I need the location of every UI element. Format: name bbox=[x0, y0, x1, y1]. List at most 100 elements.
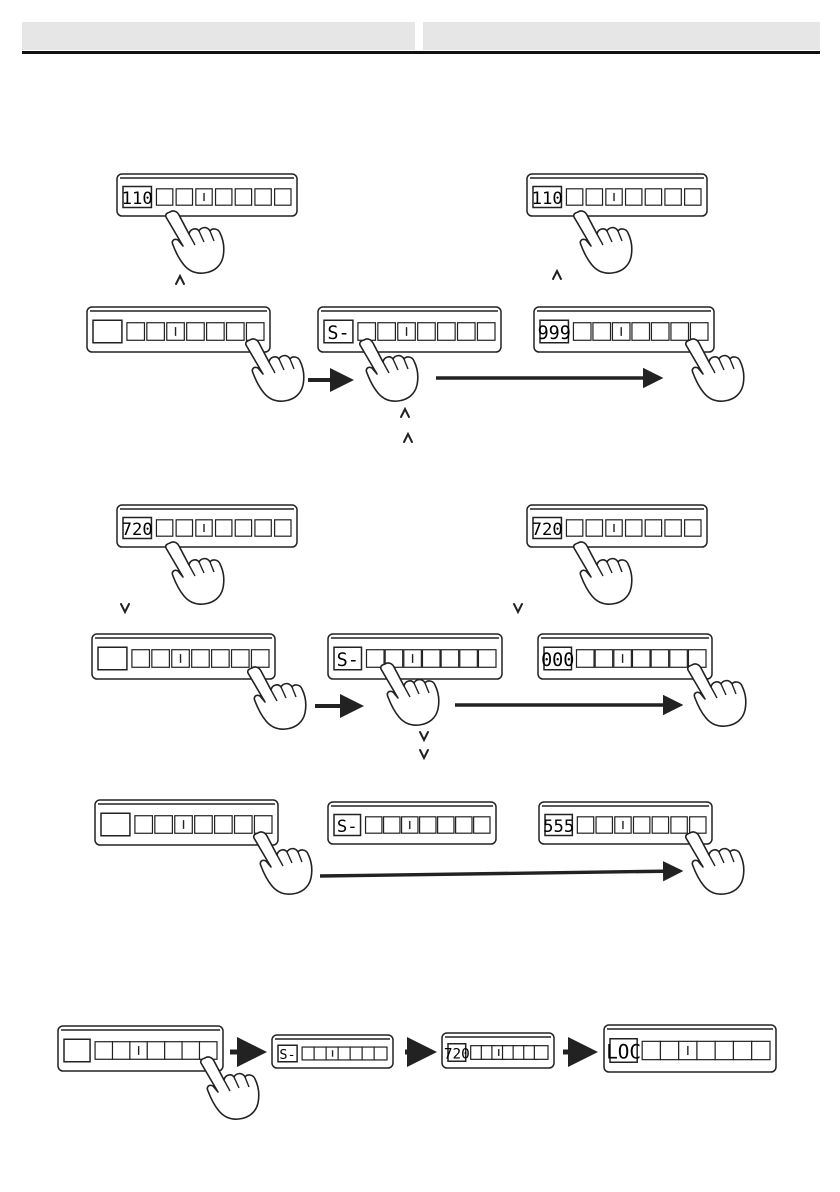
panel-key-7-button[interactable] bbox=[685, 520, 701, 536]
panel-key-5-button[interactable] bbox=[652, 817, 668, 833]
panel-key-5-button[interactable] bbox=[715, 1041, 733, 1059]
panel-key-5-button[interactable] bbox=[207, 323, 225, 341]
panel-key-1-button[interactable] bbox=[132, 650, 150, 668]
panel-key-1-button[interactable] bbox=[302, 1047, 315, 1060]
panel-key-6-button[interactable] bbox=[460, 650, 478, 668]
panel-key-5-button[interactable] bbox=[235, 520, 251, 536]
panel-key-4-button[interactable] bbox=[697, 1041, 715, 1059]
panel-key-1-button[interactable] bbox=[642, 1041, 660, 1059]
panel-key-1-button[interactable] bbox=[573, 323, 591, 341]
panel-key-7-button[interactable] bbox=[534, 1046, 548, 1060]
panel-key-2-button[interactable] bbox=[155, 816, 173, 834]
hand-pointer-icon bbox=[248, 667, 306, 729]
hand-pointer-icon bbox=[686, 832, 744, 894]
panel-key-2-button[interactable] bbox=[176, 189, 192, 205]
panel-key-5-button[interactable] bbox=[212, 650, 230, 668]
panel-key-1-button[interactable] bbox=[366, 650, 384, 668]
panel-key-6-button[interactable] bbox=[670, 650, 688, 668]
panel-key-2-button[interactable] bbox=[378, 323, 396, 341]
panel-key-1-button[interactable] bbox=[135, 816, 153, 834]
panel-key-6-button[interactable] bbox=[227, 323, 245, 341]
panel-key-5-button[interactable] bbox=[438, 817, 454, 833]
panel-key-5-button[interactable] bbox=[651, 650, 669, 668]
panel-key-7-button[interactable] bbox=[275, 189, 291, 205]
panel-key-4-button[interactable] bbox=[418, 323, 436, 341]
panel-key-5-button[interactable] bbox=[350, 1047, 363, 1060]
panel-key-1-button[interactable] bbox=[577, 817, 593, 833]
panel-key-5-button[interactable] bbox=[165, 1042, 183, 1060]
panel-key-1-button[interactable] bbox=[566, 189, 582, 205]
panel-key-4-button[interactable] bbox=[216, 520, 232, 536]
panel-key-4-button[interactable] bbox=[195, 816, 213, 834]
panel-key-2-button[interactable] bbox=[314, 1047, 327, 1060]
panel-key-1-button[interactable] bbox=[358, 323, 376, 341]
panel-key-6-button[interactable] bbox=[733, 1041, 751, 1059]
hand-pointer-icon bbox=[254, 832, 312, 894]
panel-key-4-button[interactable] bbox=[338, 1047, 351, 1060]
panel-key-7-button[interactable] bbox=[374, 1047, 387, 1060]
panel-key-4-button[interactable] bbox=[626, 189, 642, 205]
panel-display bbox=[101, 813, 130, 836]
panel-key-6-button[interactable] bbox=[362, 1047, 375, 1060]
panel-key-5-button[interactable] bbox=[235, 189, 251, 205]
panel-key-5-button[interactable] bbox=[651, 323, 669, 341]
panel-key-7-button[interactable] bbox=[685, 189, 701, 205]
panel-key-1-button[interactable] bbox=[95, 1042, 113, 1060]
panel-key-6-button[interactable] bbox=[182, 1042, 200, 1060]
panel-key-2-button[interactable] bbox=[112, 1042, 130, 1060]
panel-key-2-button[interactable] bbox=[384, 817, 400, 833]
panel-key-6-button[interactable] bbox=[671, 323, 689, 341]
panel-key-4-button[interactable] bbox=[147, 1042, 165, 1060]
panel-key-5-button[interactable] bbox=[438, 323, 456, 341]
panel-key-7-button[interactable] bbox=[478, 650, 496, 668]
panel-key-2-button[interactable] bbox=[586, 189, 602, 205]
panel-key-6-button[interactable] bbox=[255, 520, 271, 536]
panel-key-7-button[interactable] bbox=[251, 650, 269, 668]
panel-key-2-button[interactable] bbox=[586, 520, 602, 536]
panel-key-4-button[interactable] bbox=[633, 817, 649, 833]
panel-key-7-button[interactable] bbox=[474, 817, 490, 833]
panel-key-2-button[interactable] bbox=[176, 520, 192, 536]
panel-key-1-button[interactable] bbox=[566, 520, 582, 536]
panel-key-5-button[interactable] bbox=[645, 189, 661, 205]
panel-key-4-button[interactable] bbox=[192, 650, 210, 668]
panel-key-7-button[interactable] bbox=[477, 323, 495, 341]
panel-key-2-button[interactable] bbox=[595, 650, 613, 668]
panel-key-4-button[interactable] bbox=[632, 323, 650, 341]
panel-key-4-button[interactable] bbox=[632, 650, 650, 668]
panel-key-2-button[interactable] bbox=[147, 323, 165, 341]
panel-key-5-button[interactable] bbox=[215, 816, 233, 834]
panel-key-7-button[interactable] bbox=[246, 323, 264, 341]
panel-key-1-button[interactable] bbox=[366, 817, 382, 833]
panel-key-5-button[interactable] bbox=[441, 650, 459, 668]
panel-key-6-button[interactable] bbox=[255, 189, 271, 205]
panel-key-6-button[interactable] bbox=[456, 817, 472, 833]
up-arrow-icon bbox=[176, 276, 184, 284]
panel-key-4-button[interactable] bbox=[187, 323, 205, 341]
panel-key-6-button[interactable] bbox=[232, 650, 250, 668]
panel-key-6-button[interactable] bbox=[665, 189, 681, 205]
panel-key-7-button[interactable] bbox=[275, 520, 291, 536]
panel-key-4-button[interactable] bbox=[420, 817, 436, 833]
panel-key-1-button[interactable] bbox=[576, 650, 594, 668]
panel-key-5-button[interactable] bbox=[645, 520, 661, 536]
panel-key-2-button[interactable] bbox=[152, 650, 170, 668]
panel-key-4-button[interactable] bbox=[422, 650, 440, 668]
panel-key-7-button[interactable] bbox=[254, 816, 272, 834]
panel-key-7-button[interactable] bbox=[752, 1041, 770, 1059]
panel-key-2-button[interactable] bbox=[596, 817, 612, 833]
panel-key-4-button[interactable] bbox=[216, 189, 232, 205]
panel-key-6-button[interactable] bbox=[235, 816, 253, 834]
panel-key-2-button[interactable] bbox=[593, 323, 611, 341]
panel-display-value: 110 bbox=[532, 189, 563, 209]
panel-key-1-button[interactable] bbox=[156, 189, 172, 205]
panel-key-1-button[interactable] bbox=[156, 520, 172, 536]
panel-key-4-button[interactable] bbox=[626, 520, 642, 536]
panel-key-7-button[interactable] bbox=[690, 323, 708, 341]
panel-key-6-button[interactable] bbox=[665, 520, 681, 536]
panel-key-6-button[interactable] bbox=[458, 323, 476, 341]
panel-key-1-button[interactable] bbox=[127, 323, 145, 341]
panel-key-7-button[interactable] bbox=[690, 817, 706, 833]
panel-key-2-button[interactable] bbox=[660, 1041, 678, 1059]
panel-key-6-button[interactable] bbox=[671, 817, 687, 833]
